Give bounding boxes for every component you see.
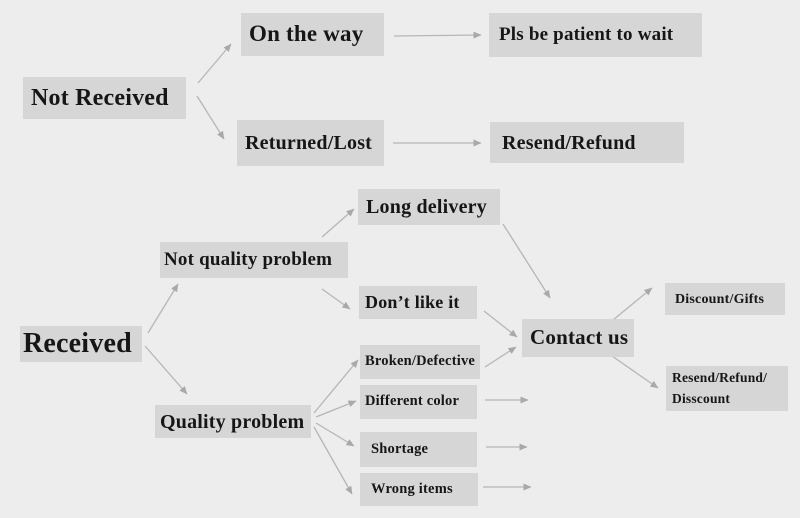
flow-arrow-long-delivery-to-contact-us bbox=[502, 223, 551, 299]
flow-arrow-not-quality-problem-to-dont-like-it bbox=[321, 288, 351, 310]
flow-arrow-quality-problem-to-broken-defective bbox=[313, 359, 359, 414]
flow-arrow-contact-us-to-discount-gifts bbox=[612, 287, 653, 321]
node-dont-like-it: Don’t like it bbox=[359, 286, 477, 319]
node-resend-refund-disscount: Resend/Refund/ Disscount bbox=[666, 366, 788, 411]
node-shortage: Shortage bbox=[360, 432, 477, 467]
node-quality-problem: Quality problem bbox=[155, 405, 311, 438]
node-discount-gifts: Discount/Gifts bbox=[665, 283, 785, 315]
node-not-received: Not Received bbox=[23, 77, 186, 119]
node-broken-defective: Broken/Defective bbox=[360, 345, 480, 379]
node-contact-us: Contact us bbox=[522, 319, 634, 357]
node-long-delivery: Long delivery bbox=[358, 189, 500, 225]
flow-arrow-quality-problem-to-different-color bbox=[315, 400, 357, 418]
node-not-quality-problem: Not quality problem bbox=[160, 242, 348, 278]
node-wrong-items: Wrong items bbox=[360, 473, 478, 506]
flow-arrow-not-quality-problem-to-long-delivery bbox=[321, 208, 355, 238]
node-on-the-way: On the way bbox=[241, 13, 384, 56]
flow-arrow-received-to-not-quality-problem bbox=[147, 283, 179, 334]
flow-arrow-on-the-way-to-pls-be-patient-to-wait bbox=[393, 31, 482, 39]
flow-arrow-not-received-to-returned-lost bbox=[196, 95, 225, 140]
flow-arrow-contact-us-to-resend-refund-disscount bbox=[611, 355, 659, 389]
flow-arrow-dont-like-it-to-contact-us bbox=[483, 310, 518, 338]
node-resend-refund: Resend/Refund bbox=[490, 122, 684, 163]
flow-arrow-quality-problem-to-wrong-items bbox=[313, 426, 353, 495]
flow-arrow-not-received-to-on-the-way bbox=[197, 43, 232, 84]
node-returned-lost: Returned/Lost bbox=[237, 120, 384, 166]
node-different-color: Different color bbox=[360, 385, 477, 419]
flow-arrow-received-to-quality-problem bbox=[144, 345, 188, 395]
flow-arrow-quality-problem-to-shortage bbox=[315, 422, 355, 447]
node-pls-be-patient-to-wait: Pls be patient to wait bbox=[489, 13, 702, 57]
flow-arrow-broken-defective-to-contact-us bbox=[484, 346, 517, 368]
node-received: Received bbox=[20, 326, 142, 362]
